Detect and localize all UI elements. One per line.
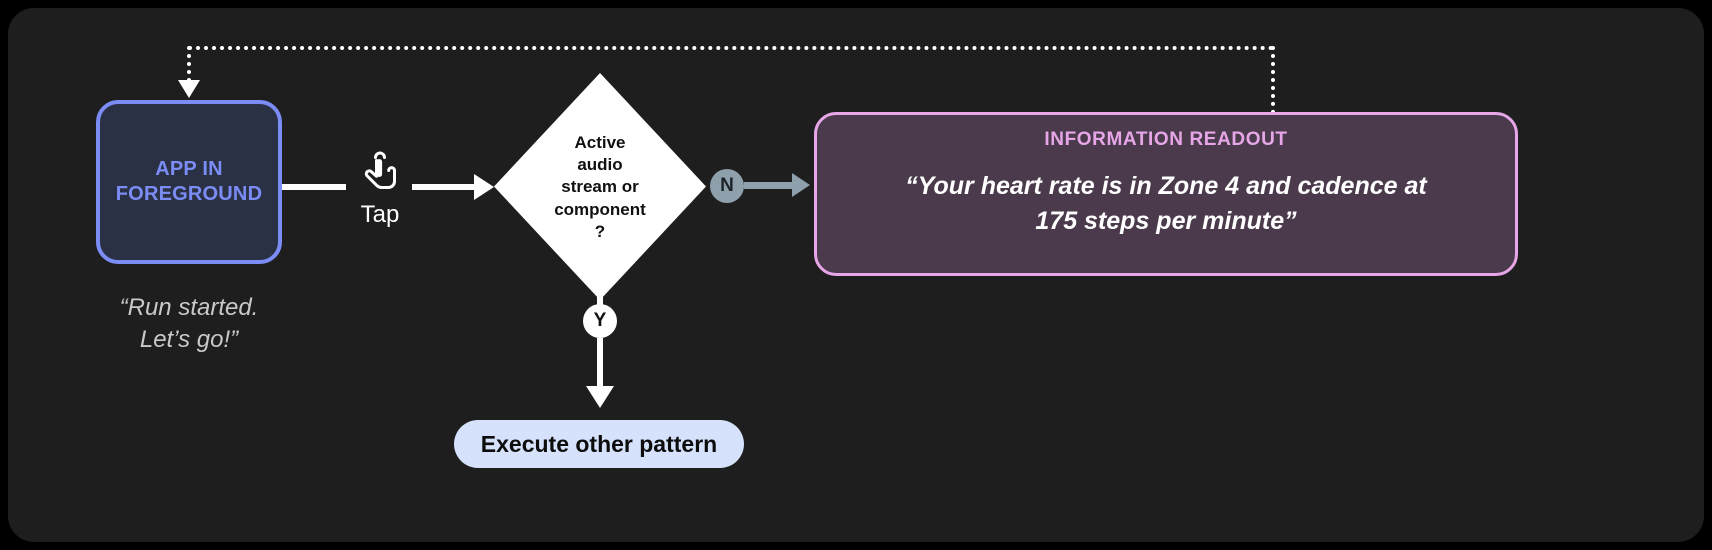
app-in-foreground-caption: “Run started. Let’s go!” [119,294,259,353]
connector-app-to-tap [282,184,346,190]
feedback-loop-arrowhead-icon [178,80,200,98]
branch-badge-yes: Y [583,304,617,338]
decision-label: Active audio stream or component ? [554,133,646,241]
information-readout-title: INFORMATION READOUT [1044,129,1288,150]
app-in-foreground-node[interactable]: APP IN FOREGROUND [96,100,282,264]
feedback-loop-horizontal-line [188,46,1274,50]
branch-badge-no: N [710,169,744,203]
connector-yes-arrowhead-icon [586,386,614,408]
app-in-foreground-label: APP IN FOREGROUND [115,158,263,205]
tap-hand-icon [346,150,414,199]
tap-label: Tap [360,201,400,228]
decision-node[interactable]: Active audio stream or component ? [494,73,706,300]
tap-gesture-group: Tap [346,150,414,227]
connector-yes-bottom-segment [597,338,603,390]
feedback-loop-right-segment [1271,46,1275,114]
connector-tap-arrowhead-icon [474,174,494,200]
information-readout-body: “Your heart rate is in Zone 4 and cadenc… [905,172,1427,235]
connector-tap-to-decision [412,184,488,190]
execute-other-pattern-node[interactable]: Execute other pattern [454,420,744,468]
feedback-loop-left-segment [187,46,191,82]
connector-no-arrowhead-icon [792,173,810,197]
connector-no-branch [744,182,798,189]
information-readout-panel[interactable]: INFORMATION READOUT “Your heart rate is … [814,112,1518,276]
diagram-canvas: APP IN FOREGROUND “Run started. Let’s go… [8,8,1704,542]
